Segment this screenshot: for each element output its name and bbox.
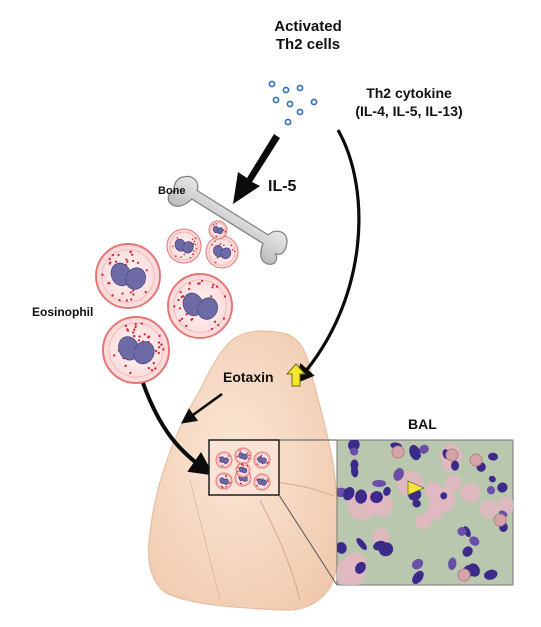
cytokine-dot (286, 100, 294, 108)
up-arrow-icon (285, 363, 307, 387)
th2-cytokine-label: Th2 cytokine (IL-4, IL-5, IL-13) (334, 84, 484, 120)
eosinophil (235, 462, 251, 478)
bal-micrograph (336, 439, 514, 586)
cytokine-line2: (IL-4, IL-5, IL-13) (355, 103, 463, 119)
cytokine-dot (272, 96, 280, 104)
arrow-eotaxin-to-box (180, 392, 223, 424)
bal-label: BAL (408, 416, 437, 432)
eosinophil (253, 451, 271, 469)
eosinophil (166, 228, 202, 264)
cytokine-dot (282, 86, 290, 94)
il5-label: IL-5 (268, 178, 297, 195)
eosinophil (208, 220, 228, 240)
cytokine-dot (268, 80, 276, 88)
cytokine-line1: Th2 cytokine (366, 85, 452, 101)
cytokine-dots (268, 80, 318, 126)
eosinophil (234, 447, 252, 465)
lung-inset-box (208, 439, 280, 496)
eosinophil (102, 316, 170, 384)
cytokine-dot (296, 108, 304, 116)
eosinophil-label: Eosinophil (32, 305, 94, 319)
cytokine-dot (296, 84, 304, 92)
eosinophil (215, 451, 233, 469)
arrow-eosinophil-to-lung (141, 382, 214, 476)
eosinophil (167, 273, 233, 339)
cytokine-dot (284, 118, 292, 126)
eosinophil (205, 235, 239, 269)
yellow-pointer-icon (407, 480, 425, 496)
arrow-th2-to-bone (233, 134, 280, 204)
bone-icon (167, 175, 288, 265)
eotaxin-label: Eotaxin (223, 369, 274, 385)
eosinophil (253, 473, 271, 491)
activated-line2: Th2 cells (275, 36, 341, 53)
arrow-cytokine-to-lung (294, 129, 361, 384)
activated-th2-label: Activated Th2 cells (248, 18, 368, 54)
eosinophil-cells (95, 220, 239, 384)
cytokine-dot (310, 98, 318, 106)
eosinophil (95, 243, 161, 309)
arrows (141, 129, 361, 476)
eosinophil (215, 472, 233, 490)
callout-lines (278, 439, 338, 586)
activated-line1: Activated (274, 18, 342, 35)
bone-label: Bone (158, 185, 186, 197)
